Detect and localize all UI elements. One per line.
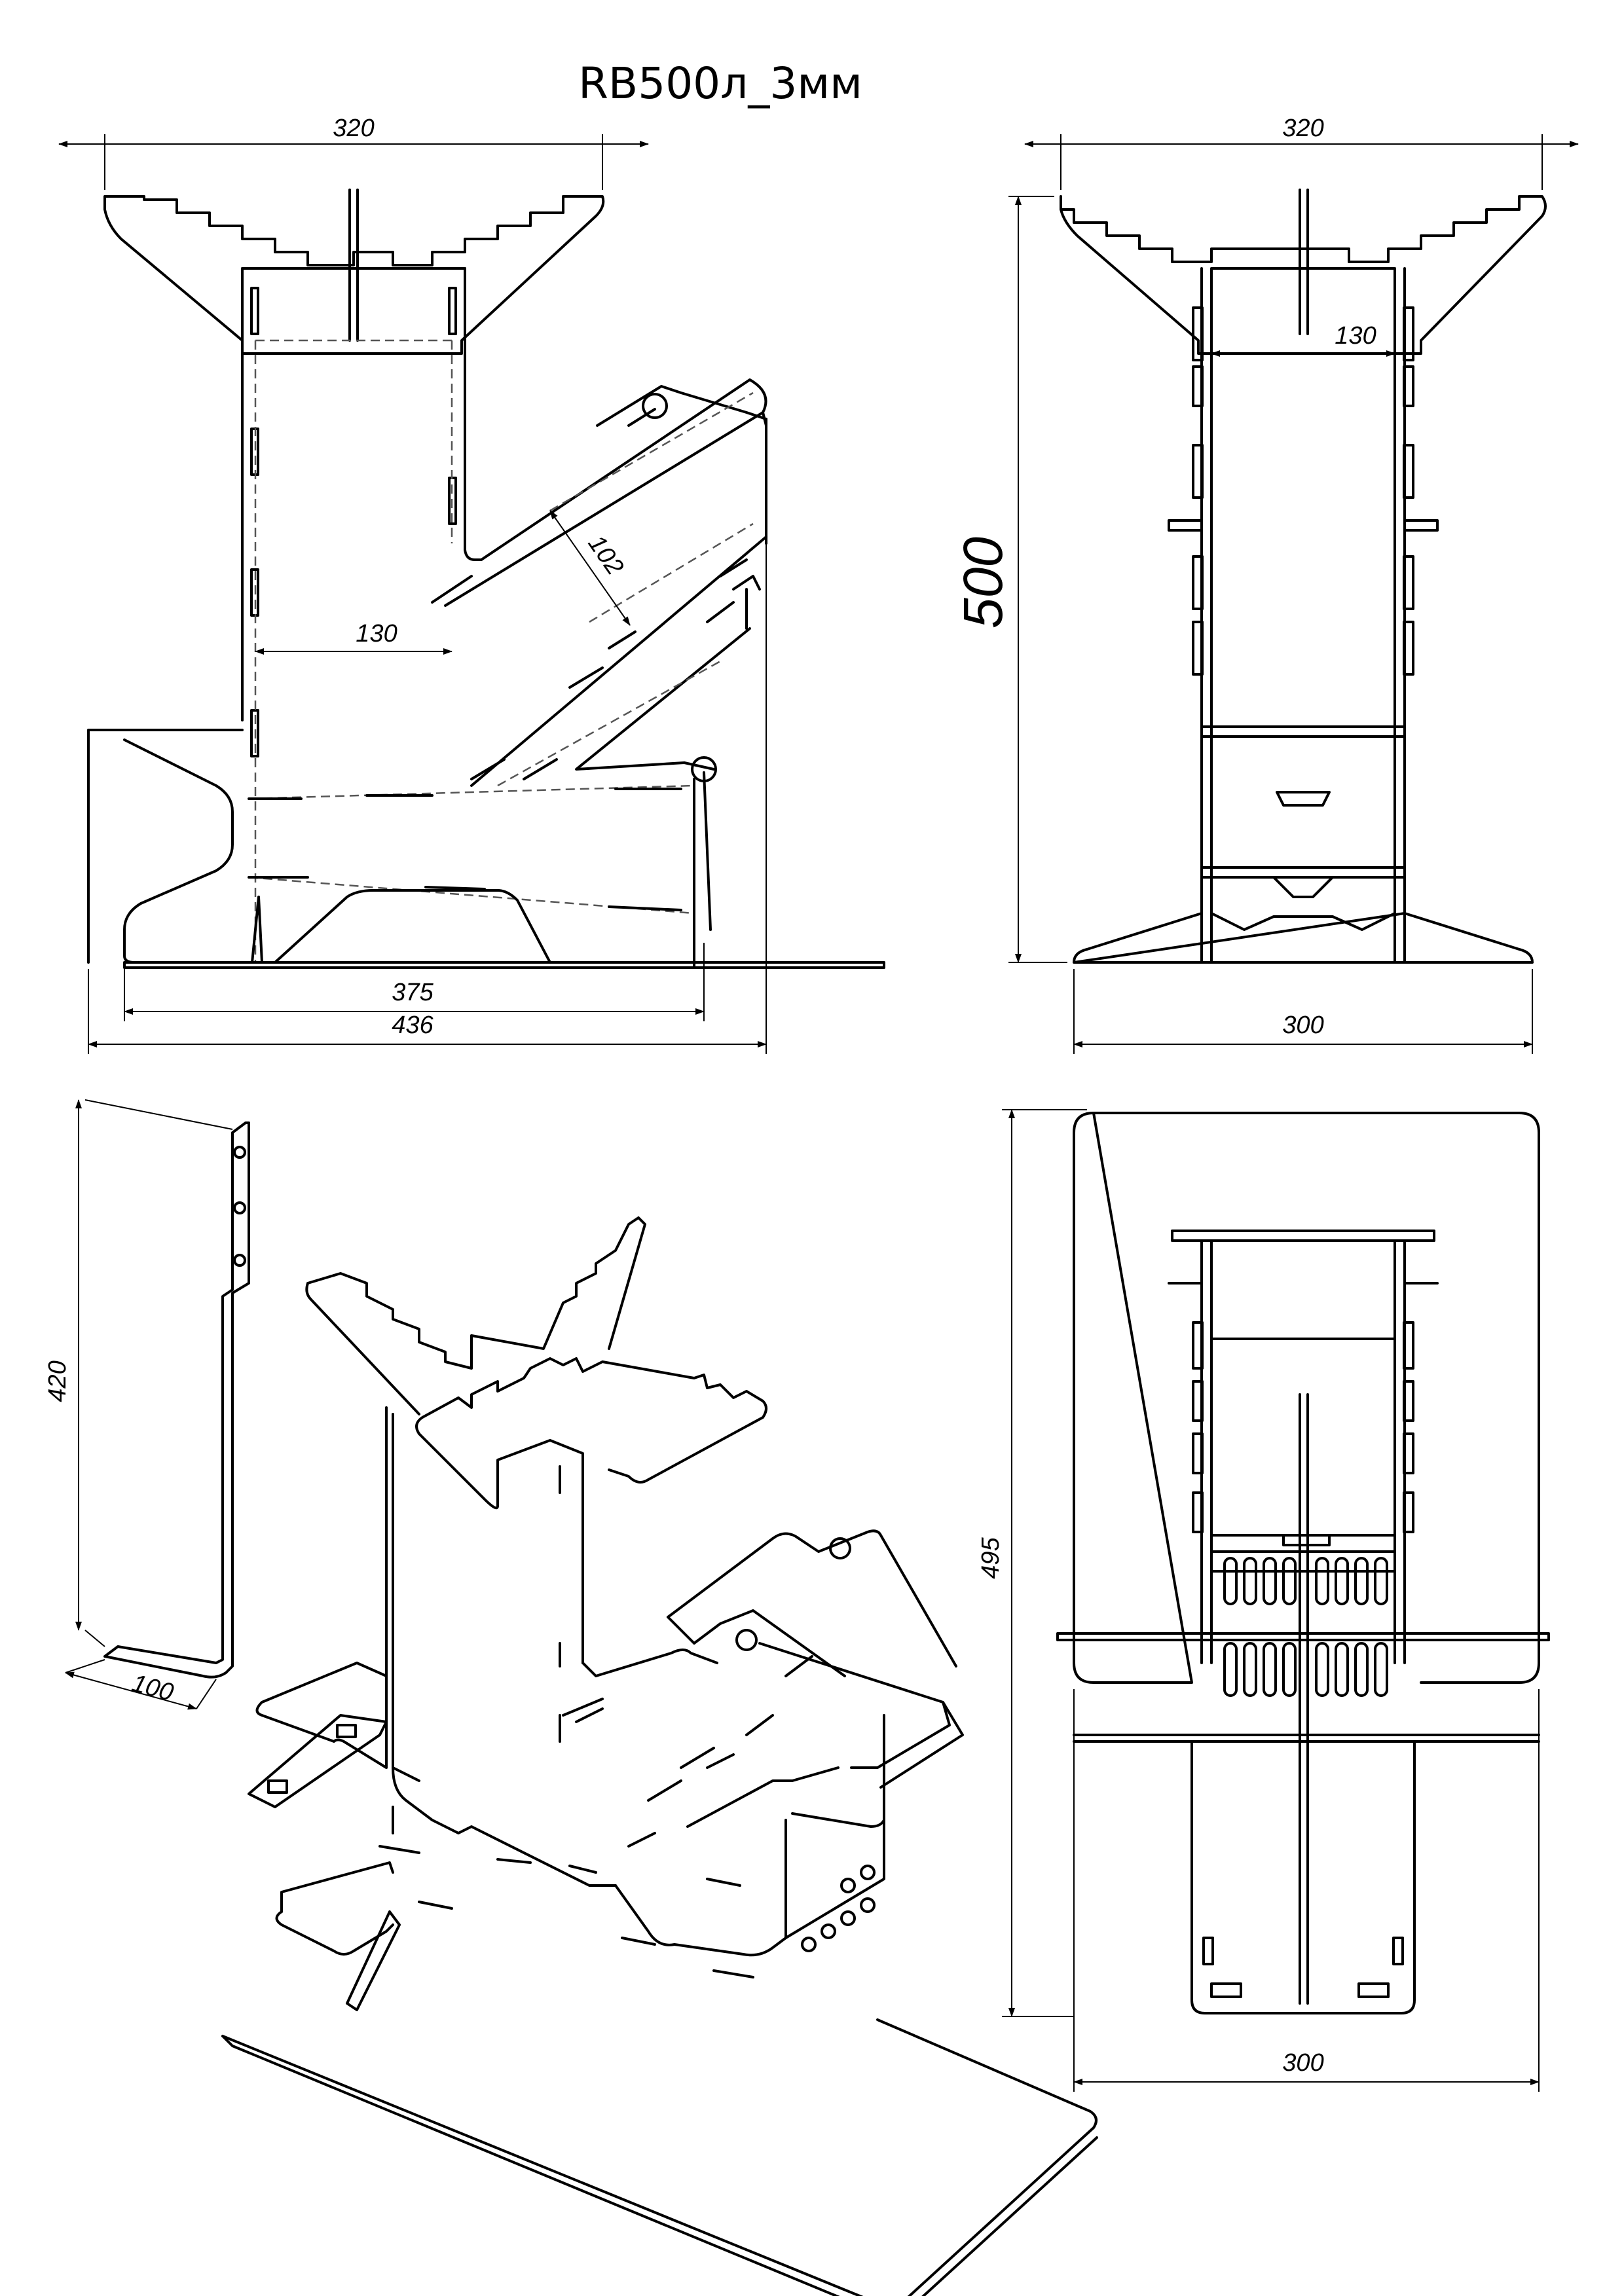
single-part-view: 420 100 bbox=[44, 1099, 250, 1710]
front-view: 320 130 102 375 436 bbox=[58, 115, 885, 1054]
plan-view: 495 300 bbox=[977, 1109, 1550, 2092]
plan-length-dim: 495 bbox=[977, 1537, 1005, 1578]
part-foot-dim: 100 bbox=[129, 1669, 176, 1707]
plan-tabs bbox=[1192, 1321, 1414, 1533]
isometric-view bbox=[221, 1216, 1098, 2296]
part-height-dim: 420 bbox=[44, 1360, 71, 1402]
front-base-436-dim: 436 bbox=[392, 1011, 434, 1039]
iso-slots bbox=[378, 1465, 813, 1978]
front-feed-width-dim: 102 bbox=[582, 530, 629, 580]
front-base-375-dim: 375 bbox=[392, 979, 434, 1006]
plan-width-dim: 300 bbox=[1282, 2049, 1323, 2077]
side-base-width-dim: 300 bbox=[1282, 1011, 1323, 1039]
front-throat-width-dim: 130 bbox=[356, 620, 397, 647]
plan-grate bbox=[1210, 1550, 1396, 1697]
side-view: 320 130 500 300 bbox=[952, 115, 1579, 1054]
drawing-title: RB500л_3мм bbox=[578, 58, 862, 109]
side-height-dim: 500 bbox=[952, 537, 1014, 629]
side-inner-width-dim: 130 bbox=[1335, 322, 1376, 350]
side-top-width-dim: 320 bbox=[1282, 115, 1323, 142]
left-slots bbox=[250, 287, 457, 757]
side-tabs bbox=[1168, 306, 1439, 676]
front-top-width-dim: 320 bbox=[333, 115, 374, 142]
